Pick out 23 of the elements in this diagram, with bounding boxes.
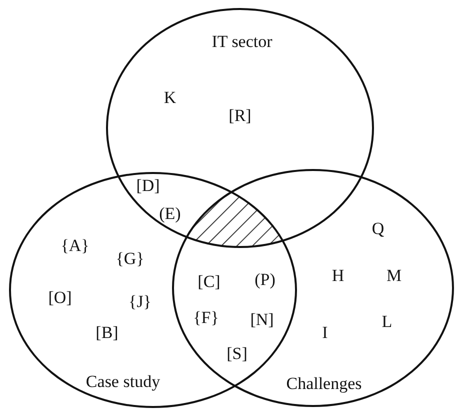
set-element: L <box>382 312 392 332</box>
set-element: {J} <box>128 292 152 312</box>
set-element: {F} <box>193 308 219 328</box>
set-element: H <box>332 266 344 286</box>
set-element: [R] <box>228 106 252 126</box>
set-element: M <box>386 266 402 286</box>
set-element: [C] <box>198 272 220 292</box>
set-element: [D] <box>136 176 160 196</box>
set-element: (P) <box>254 270 276 290</box>
set-title: IT sector <box>212 32 272 52</box>
set-element: {A} <box>60 236 90 256</box>
set-title: Challenges <box>286 374 362 394</box>
set-element: I <box>322 323 328 343</box>
venn-ellipse <box>106 8 374 248</box>
set-element: [O] <box>48 288 72 308</box>
set-element: (E) <box>159 204 181 224</box>
set-element: [B] <box>96 323 118 343</box>
set-element: Q <box>372 219 384 239</box>
set-element: [S] <box>226 344 248 364</box>
set-title: Case study <box>86 372 160 392</box>
set-element: {G} <box>116 249 144 269</box>
set-element: K <box>164 88 176 108</box>
set-element: [N] <box>250 310 274 330</box>
